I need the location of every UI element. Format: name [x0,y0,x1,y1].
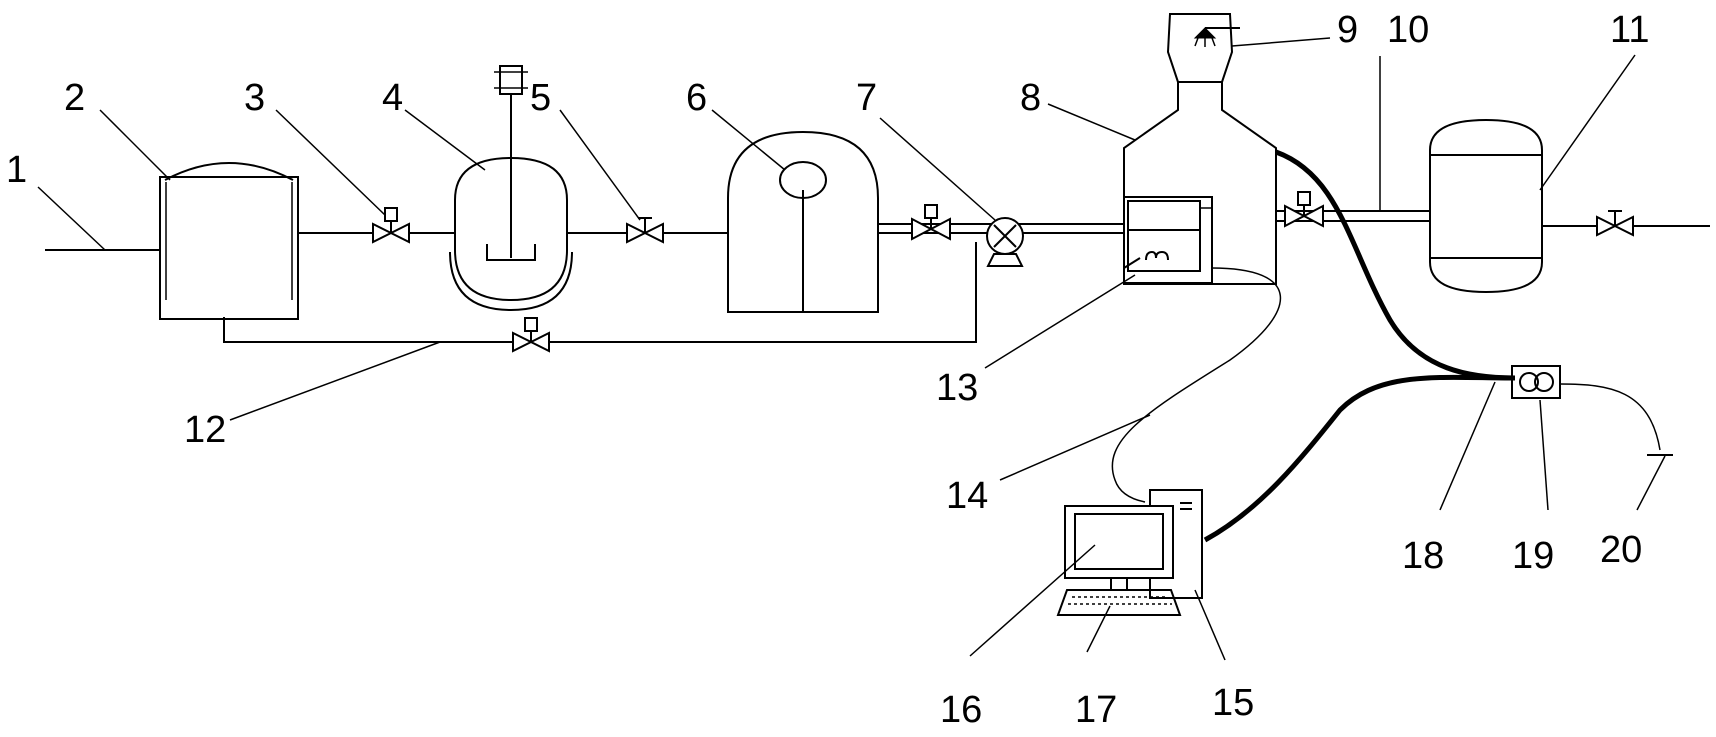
leader-5 [559,109,641,221]
label-15: 15 [1212,682,1254,724]
unit-6 [727,130,879,313]
label-9: 9 [1337,9,1358,51]
label-10: 10 [1387,9,1429,51]
leader-18 [1439,381,1496,511]
reactor-4-jacket [449,251,573,312]
leader-1 [37,186,106,251]
label-8: 8 [1020,77,1041,119]
leader-9 [1231,37,1331,47]
stirrer-motor [499,65,523,95]
label-16: 16 [940,689,982,731]
chamber-8 [1123,13,1277,285]
spray-a [1194,37,1199,47]
cable-chamber-to-unit-19 [1275,149,1516,381]
leader-16 [969,544,1096,657]
leader-3 [275,109,386,216]
tank-2-lid [164,162,294,181]
leader-17 [1086,605,1111,653]
box-13-outer [1123,196,1213,284]
nozzle-9 [1193,27,1217,39]
valve-3-actuator [384,207,398,222]
monitor-stand [1110,577,1128,591]
pump-7 [986,217,1024,267]
callout-labels: 1 2 3 4 5 6 7 8 9 10 11 12 13 14 15 16 1… [6,9,1649,731]
unit-19-roller-right [1534,372,1554,392]
leader-2 [99,109,171,181]
box-13-inner [1127,200,1201,272]
valve-3[interactable] [372,207,410,244]
cable-computer-to-unit-19 [1203,374,1516,543]
label-14: 14 [946,475,988,517]
leader-7 [879,117,996,221]
valve-after-6-actuator [924,204,938,219]
label-19: 19 [1512,535,1554,577]
spray-c [1211,37,1216,47]
label-2: 2 [64,77,85,119]
label-18: 18 [1402,535,1444,577]
tank-2-body [159,176,299,320]
tank-11 [1429,118,1543,294]
label-7: 7 [856,77,877,119]
leader-8 [1047,103,1136,141]
leader-12 [229,341,441,421]
unit-19 [1511,365,1561,399]
valve-after-6[interactable] [911,204,951,241]
tank-11-body [1429,118,1543,294]
label-13: 13 [936,367,978,409]
unit-6-body [727,130,879,313]
leader-19 [1539,399,1549,511]
valve-bypass-actuator [524,317,538,332]
label-1: 1 [6,149,27,191]
monitor [1064,505,1174,579]
valve-outlet[interactable] [1596,210,1634,237]
label-20: 20 [1600,529,1642,571]
valve-5[interactable] [626,217,664,244]
probe-cable [1559,383,1661,451]
leader-20 [1636,455,1666,511]
leader-4 [404,109,486,171]
unit-19-box [1511,365,1561,399]
leader-14 [999,414,1151,481]
leader-6 [711,109,786,171]
bypass-pipe [223,242,977,343]
leader-13 [984,274,1136,369]
chamber-8-hood [1166,13,1234,83]
reactor-4 [449,65,573,312]
label-5: 5 [530,77,551,119]
computer [1056,489,1203,616]
keyboard-17 [1056,589,1182,616]
label-3: 3 [244,77,265,119]
leader-lines [37,37,1666,661]
valve-after-8[interactable] [1284,191,1324,228]
label-6: 6 [686,77,707,119]
valve-bypass[interactable] [512,317,550,353]
label-11: 11 [1610,9,1649,51]
tank-2 [159,162,299,320]
signal-cable-14 [1111,267,1282,503]
label-12: 12 [184,409,226,451]
monitor-screen-16 [1074,513,1164,570]
stirrer-paddle [486,244,536,261]
pump-cross-b [993,224,1017,248]
unit-6-port [779,161,827,199]
label-4: 4 [382,77,403,119]
label-17: 17 [1075,689,1117,731]
leader-11 [1539,54,1636,191]
box-13-lever [1123,257,1141,269]
reactor-4-body [454,156,568,302]
leader-15 [1194,589,1226,661]
valve-after-8-actuator [1297,191,1311,206]
pump-7-base [986,253,1024,267]
heater-coil-icon [1145,250,1169,261]
unit-19-roller-left [1519,372,1539,392]
